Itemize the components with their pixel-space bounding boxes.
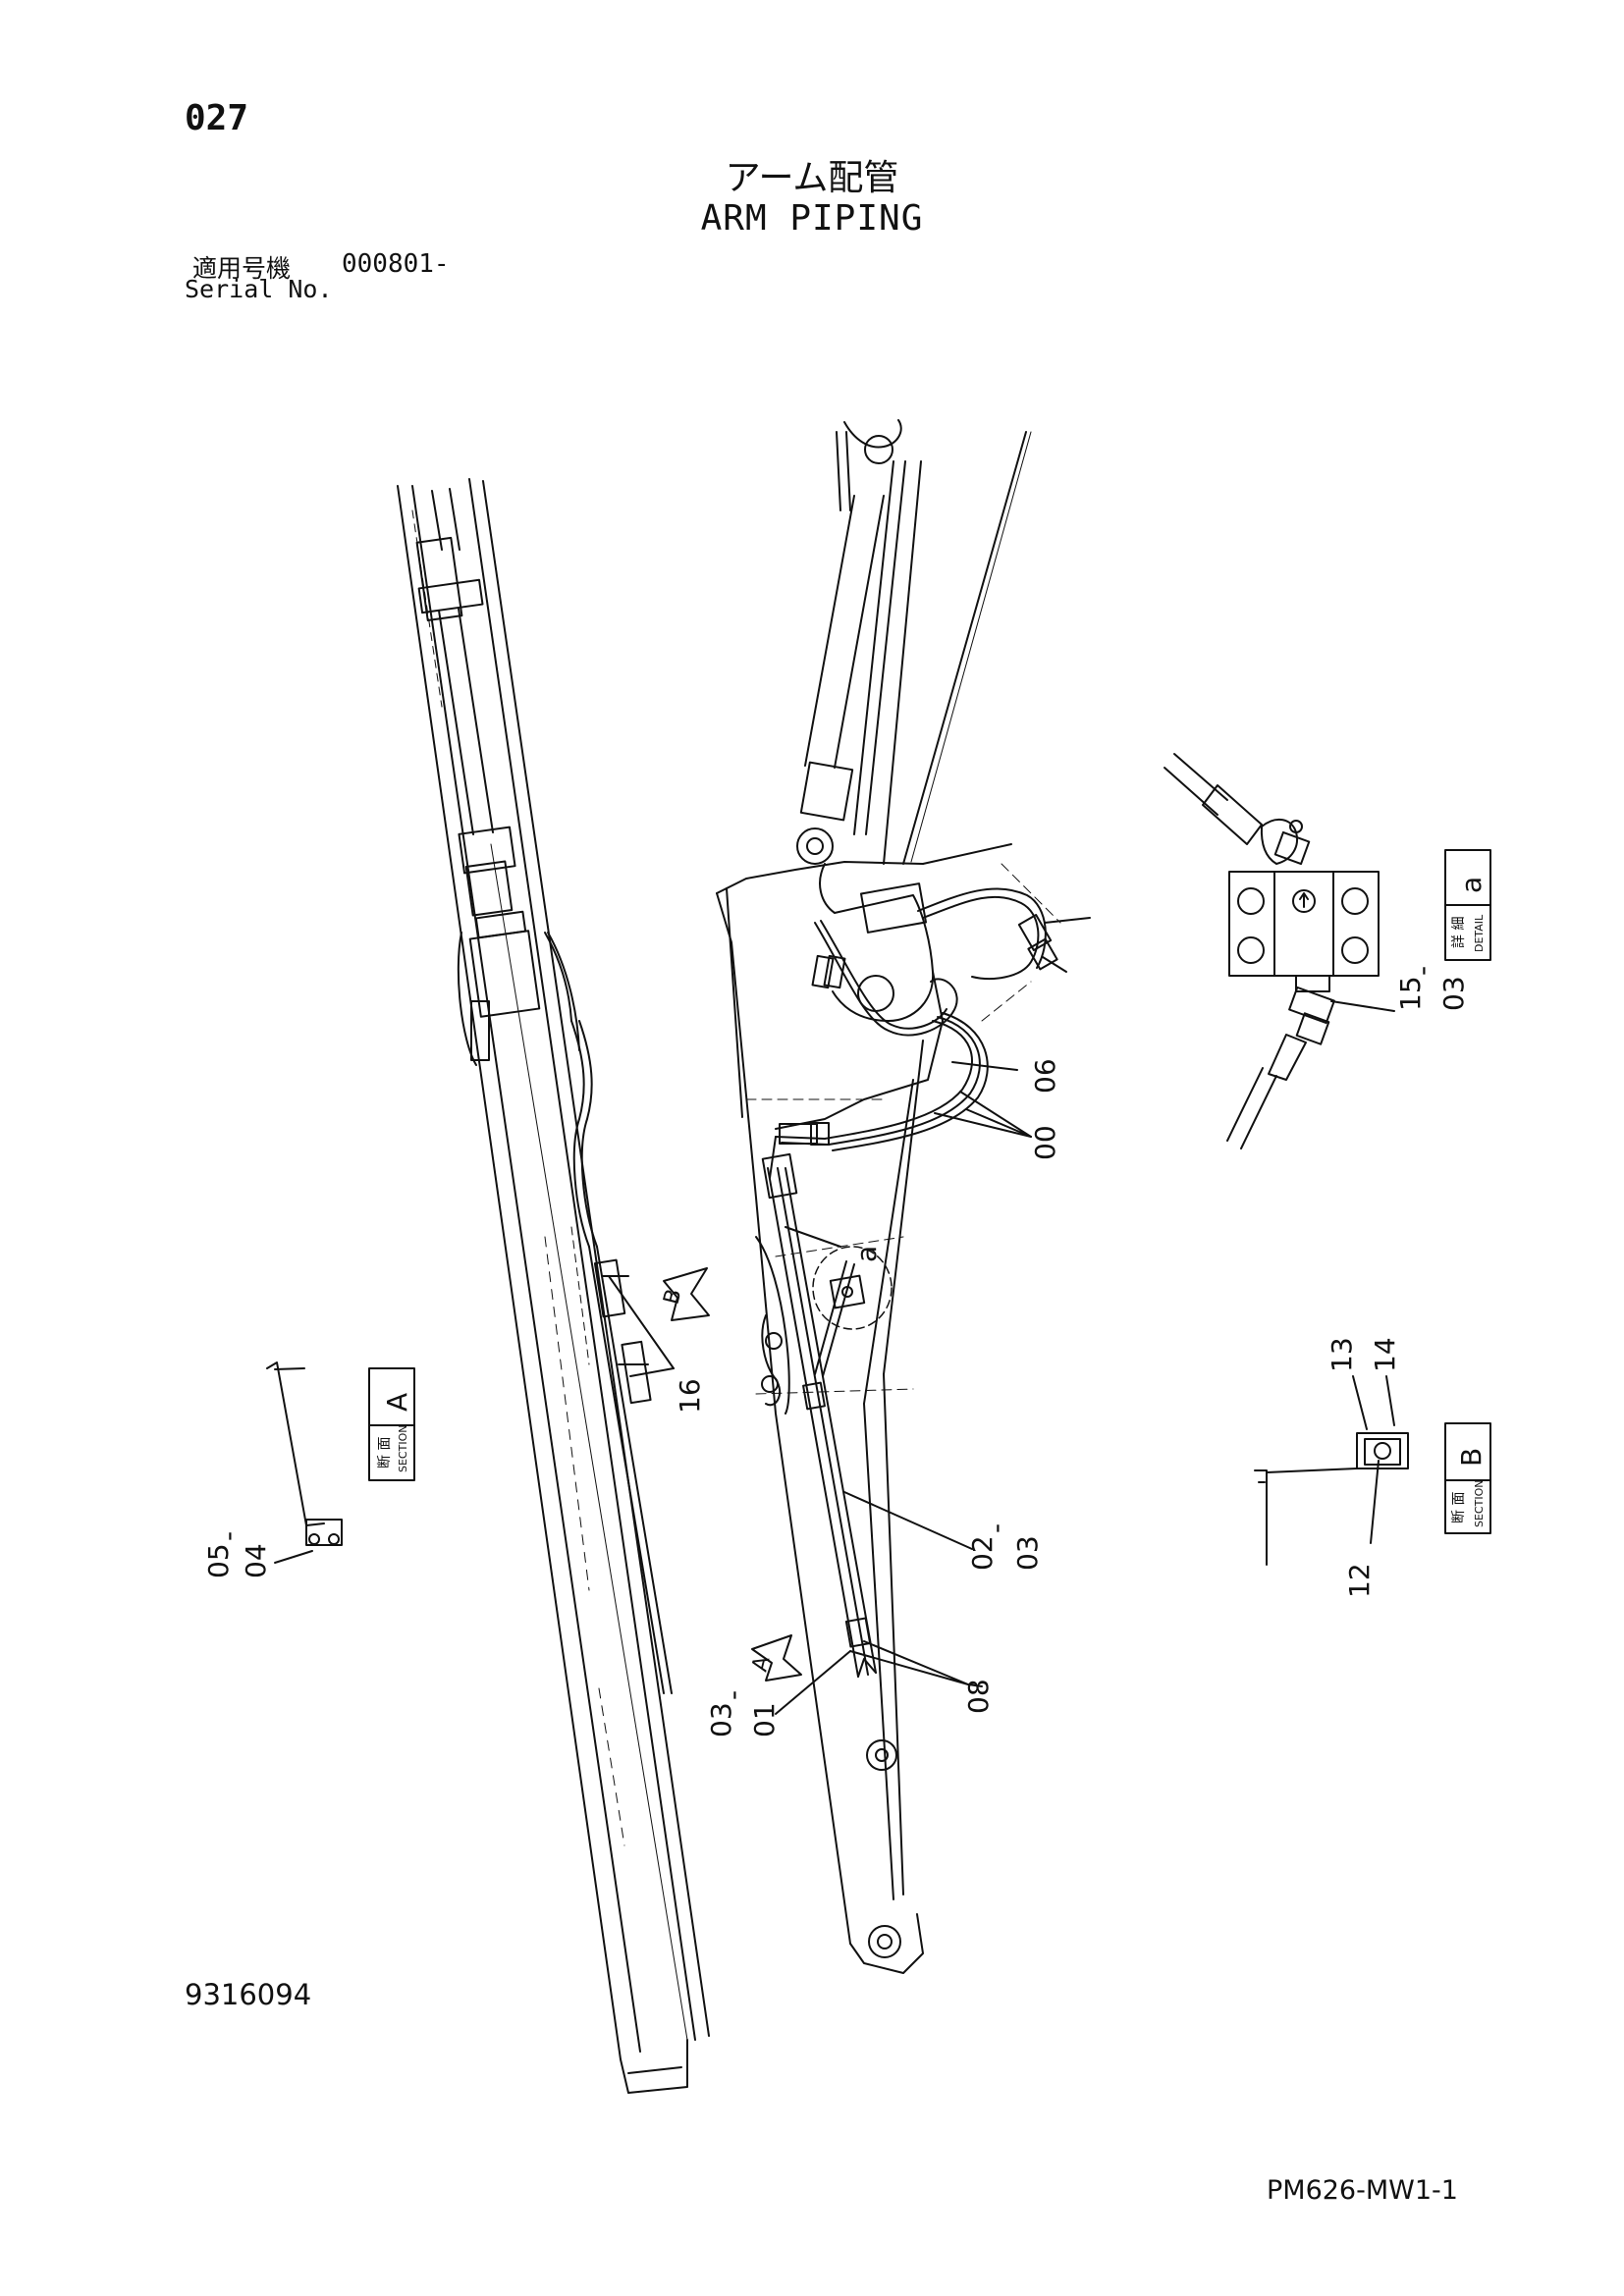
serial-label-english: Serial No. <box>185 275 333 303</box>
callout-16: 16 <box>608 1275 706 1414</box>
callout-05-04-bottom: 04 <box>240 1543 272 1578</box>
drawing-id: 9316094 <box>185 1978 312 2011</box>
callout-03-01-bottom: 01 <box>748 1702 781 1737</box>
serial-label-japanese: 適用号機 <box>192 254 292 283</box>
callout-00-label: 00 <box>1029 1125 1061 1160</box>
callout-13-label: 13 <box>1326 1337 1358 1372</box>
section-a-view: 断 面 SECTION A 05 - 04 <box>202 1362 415 1578</box>
section-b-label-jp: 断 面 <box>1451 1492 1467 1523</box>
callout-15-03-dash: - <box>1406 966 1438 976</box>
section-b-label-en: SECTION <box>1473 1480 1486 1527</box>
callout-05-04-dash: - <box>212 1531 244 1541</box>
callout-14-label: 14 <box>1369 1337 1401 1372</box>
page-code: PM626-MW1-1 <box>1267 2175 1458 2206</box>
section-a-letter: A <box>381 1393 413 1412</box>
view-arrow-b-letter: B <box>660 1287 687 1308</box>
callout-06-00: 06 00 <box>934 1058 1061 1160</box>
section-b-letter: B <box>1455 1448 1488 1467</box>
callout-02-03-dash: - <box>980 1523 1012 1533</box>
right-arm-main-view: a <box>716 419 1091 1974</box>
page-number: 027 <box>185 98 249 138</box>
detail-a-label-jp: 詳 細 <box>1451 917 1467 948</box>
callout-02-03-bottom: 03 <box>1011 1535 1044 1571</box>
callout-08-label: 08 <box>962 1679 995 1714</box>
detail-a-label-en: DETAIL <box>1473 914 1486 952</box>
callout-03-01-top: 03 <box>705 1702 737 1737</box>
section-b-view: 13 14 12 断 面 SECTION B <box>1254 1337 1491 1598</box>
callout-15-03-bottom: 03 <box>1437 976 1470 1011</box>
callout-05-04-top: 05 <box>202 1543 235 1578</box>
callout-02-03: 02 - 03 <box>843 1491 1044 1571</box>
view-arrow-a: A <box>748 1634 802 1682</box>
view-arrow-a-letter: A <box>748 1654 776 1675</box>
callout-03-01-dash: - <box>717 1690 749 1700</box>
view-arrow-b: B <box>660 1267 710 1321</box>
section-b-label-box <box>1444 1422 1491 1534</box>
callout-06-label: 06 <box>1029 1058 1061 1094</box>
callout-08: 08 <box>849 1640 995 1714</box>
serial-value: 000801- <box>342 249 450 279</box>
section-a-label-en: SECTION <box>397 1425 409 1472</box>
left-arm-side-view <box>397 478 710 2094</box>
callout-15-03-top: 15 <box>1394 976 1427 1011</box>
callout-a-label: a <box>850 1246 883 1262</box>
callout-02-03-top: 02 <box>966 1535 999 1571</box>
callout-03-01: 03 - 01 <box>705 1650 851 1737</box>
section-a-label-jp: 断 面 <box>377 1437 393 1468</box>
detail-a-view: 15 - 03 詳 細 DETAIL a <box>1164 753 1491 1149</box>
title-english: ARM PIPING <box>700 198 924 239</box>
detail-a-letter: a <box>1455 877 1488 893</box>
title-japanese: アーム配管 <box>725 158 899 198</box>
callout-16-label: 16 <box>674 1378 706 1414</box>
callout-12-label: 12 <box>1343 1563 1376 1598</box>
